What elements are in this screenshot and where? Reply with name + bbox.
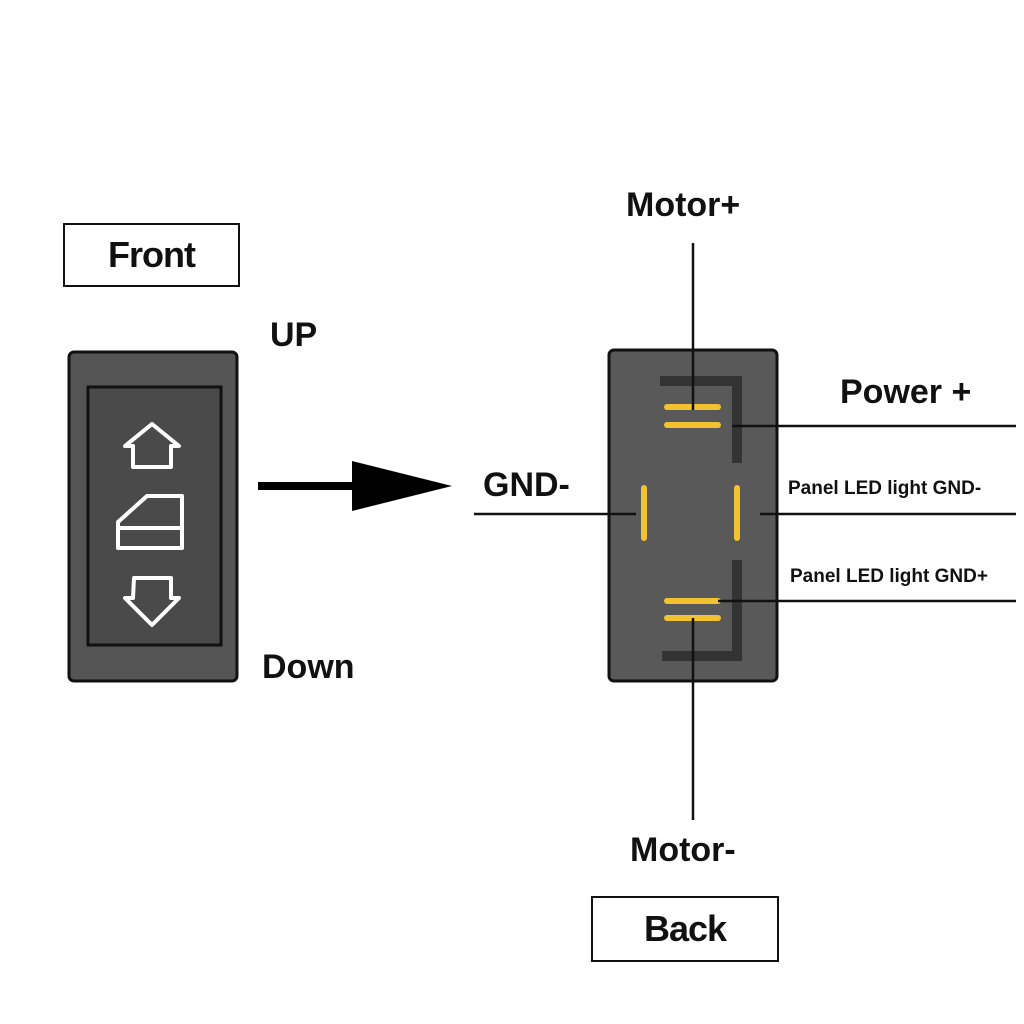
led-gnd-plus-label: Panel LED light GND+ (790, 566, 988, 587)
led-gnd-minus-label: Panel LED light GND- (788, 478, 982, 499)
down-label: Down (262, 648, 355, 686)
power-plus-label: Power + (840, 373, 972, 411)
motor-plus-label: Motor+ (626, 186, 741, 224)
window-icon (116, 494, 184, 550)
front-label-box: Front (63, 223, 240, 287)
up-label: UP (270, 316, 318, 354)
leader-lines (474, 243, 1016, 820)
back-label-box: Back (591, 896, 779, 962)
terminal-pins (641, 404, 740, 621)
front-switch (67, 350, 239, 683)
motor-minus-label: Motor- (630, 831, 736, 869)
up-arrow-icon (123, 422, 181, 469)
front-label: Front (108, 234, 196, 275)
direction-arrow (258, 461, 452, 511)
down-arrow-icon (123, 576, 181, 627)
back-label: Back (643, 908, 727, 949)
gnd-minus-label: GND- (483, 466, 570, 504)
